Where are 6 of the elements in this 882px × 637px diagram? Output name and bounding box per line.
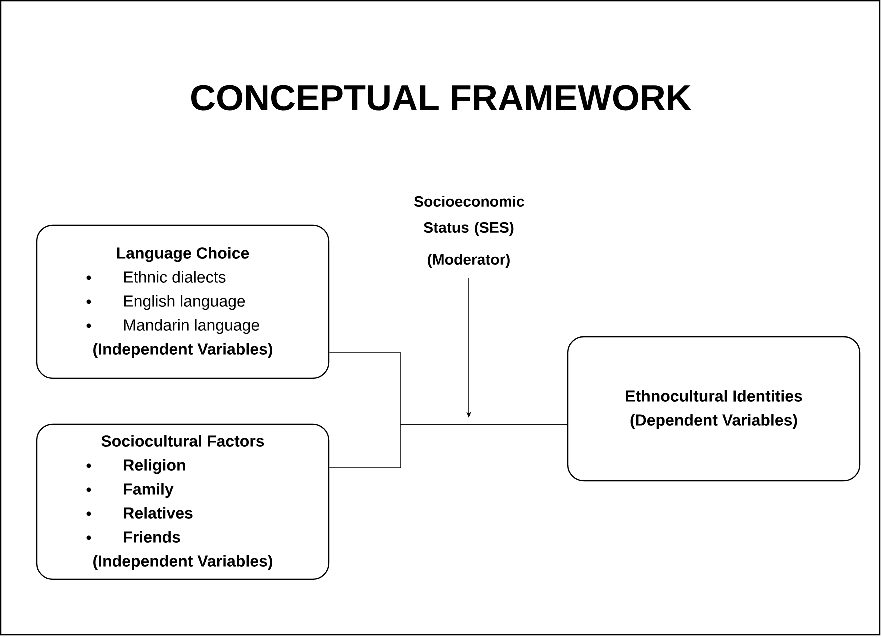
- variable-box: Language Choice Ethnic dialects English language Mandarin language (Independent Variables): [36, 224, 330, 380]
- variable-box: Sociocultural Factors Religion Family Relatives Friends (Independent Variables): [36, 424, 330, 580]
- moderator-label: Socioeconomic Status (SES) (Moderator): [414, 196, 524, 268]
- connector: [329, 424, 568, 468]
- title: CONCEPTUAL FRAMEWORK: [192, 85, 692, 111]
- variable-box: Ethnocultural Identities (Dependent Variables): [567, 336, 861, 482]
